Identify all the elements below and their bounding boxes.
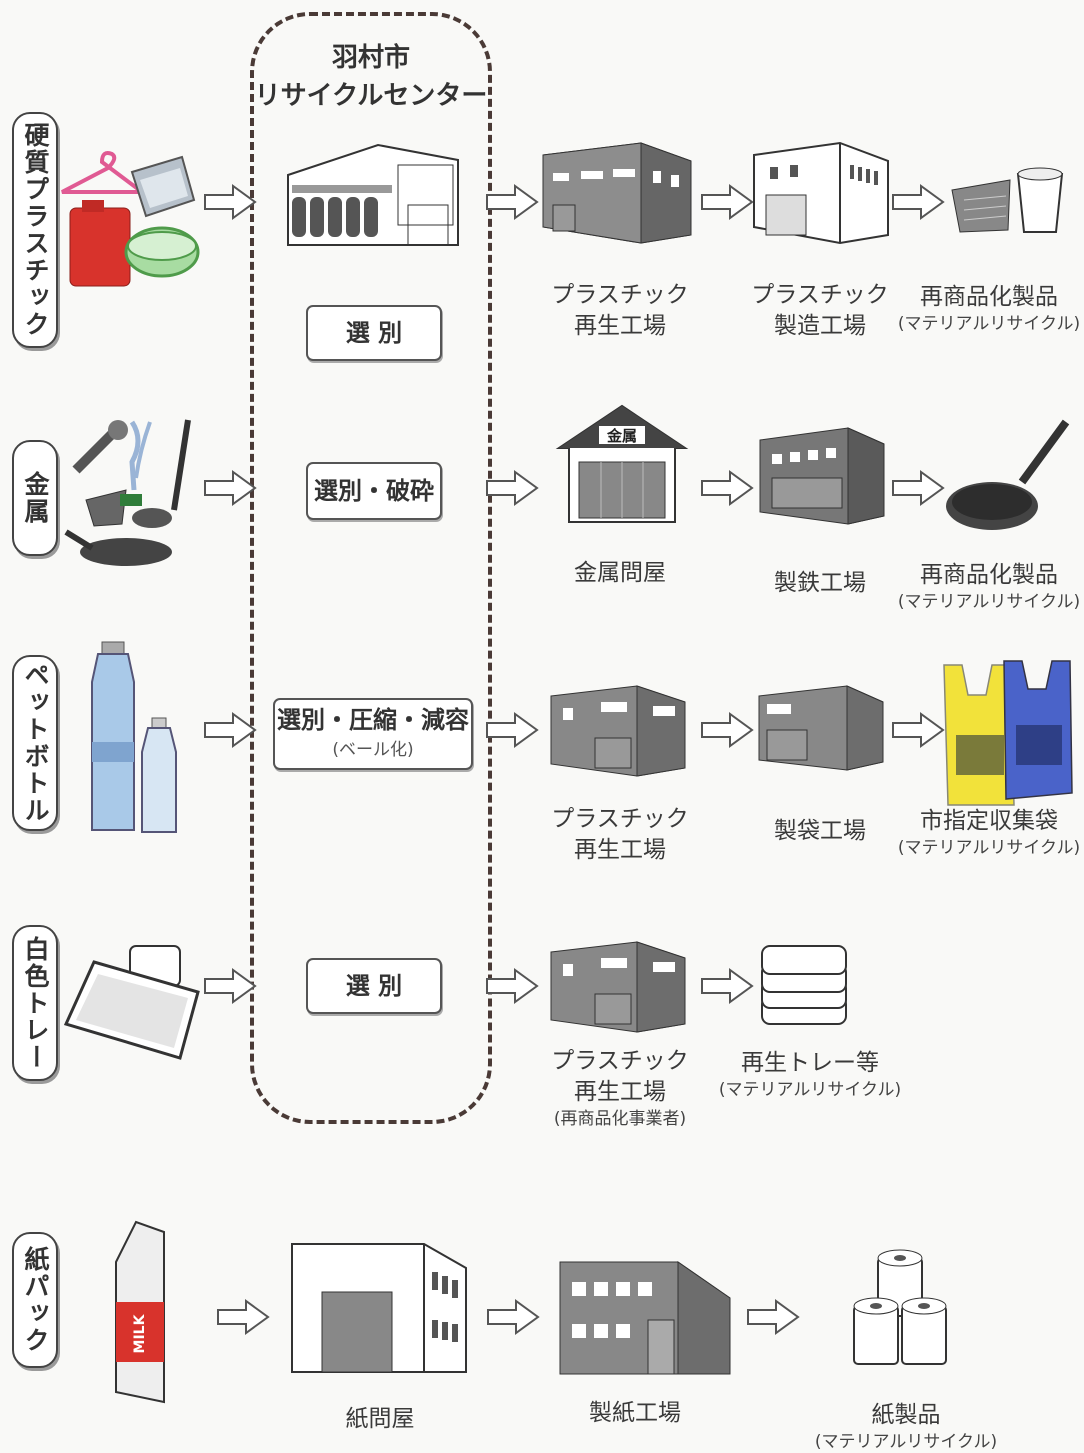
category-hard-plastic: 硬質プラスチック	[12, 112, 58, 348]
facility-paper-mill: 製紙工場	[589, 1400, 681, 1426]
process-label: 選別・破砕	[314, 477, 434, 505]
product-name: 紙製品	[871, 1402, 941, 1428]
process-label: 選別・圧縮・減容	[277, 706, 469, 734]
arrow-icon	[204, 471, 256, 505]
paper-mill-building-icon	[559, 1261, 731, 1375]
garbage-bags-icon	[943, 660, 1073, 806]
arrow-icon	[486, 969, 538, 1003]
metal-dealer-building-icon: 金属	[555, 404, 689, 523]
milk-label-text: MILK	[132, 1313, 148, 1353]
facility-plastic-regen-3: プラスチック 再生工場 (再商品化事業者)	[530, 1046, 710, 1130]
process-label: 選 別	[345, 319, 403, 347]
arrow-icon	[217, 1300, 269, 1334]
arrow-icon	[204, 969, 256, 1003]
label-line: 再生工場	[574, 1079, 666, 1105]
product-note: (マテリアルリサイクル)	[897, 838, 1081, 858]
arrow-icon	[204, 185, 256, 219]
facility-plastic-mfg: プラスチック 製造工場	[730, 280, 910, 342]
product-name: 再商品化製品	[920, 562, 1058, 588]
recycle-center-title-line2: リサイクルセンター	[254, 81, 488, 111]
category-pet-bottle: ペットボトル	[12, 655, 58, 831]
plastic-regen-factory-icon	[550, 685, 686, 777]
arrow-icon	[701, 969, 753, 1003]
category-metal: 金属	[12, 440, 58, 556]
pet-bottles-icon	[91, 641, 177, 833]
arrow-icon	[486, 185, 538, 219]
steel-mill-building-icon	[759, 427, 885, 525]
paper-dealer-building-icon	[291, 1243, 467, 1373]
recycle-center-frame	[250, 12, 492, 1124]
product-pet: 市指定収集袋 (マテリアルリサイクル)	[896, 806, 1082, 859]
label-line: 再生工場	[574, 837, 666, 863]
plastic-factory-building-icon	[753, 141, 889, 245]
arrow-icon	[701, 471, 753, 505]
facility-plastic-regen-2: プラスチック 再生工場	[530, 804, 710, 866]
arrow-icon	[701, 185, 753, 219]
process-label: 選 別	[345, 972, 403, 1000]
product-note: (マテリアルリサイクル)	[897, 314, 1081, 334]
arrow-icon	[747, 1300, 799, 1334]
arrow-icon	[892, 713, 944, 747]
recycle-center-title-line1: 羽村市	[331, 43, 410, 73]
category-paper-pack: 紙パック	[12, 1232, 58, 1368]
label-note: (再商品化事業者)	[553, 1109, 687, 1129]
process-sort-tray: 選 別	[306, 958, 442, 1014]
product-name: 再生トレー等	[741, 1050, 879, 1076]
label-line: プラスチック	[751, 282, 889, 308]
process-sublabel: (ベール化)	[332, 740, 414, 760]
product-note: (マテリアルリサイクル)	[718, 1080, 902, 1100]
arrow-icon	[892, 185, 944, 219]
product-note: (マテリアルリサイクル)	[897, 592, 1081, 612]
arrow-icon	[486, 713, 538, 747]
arrow-icon	[701, 713, 753, 747]
facility-bag-factory: 製袋工場	[774, 818, 866, 844]
white-tray-icon	[63, 945, 200, 1060]
frying-pan-icon	[946, 419, 1070, 530]
bag-factory-building-icon	[758, 685, 884, 771]
product-note: (マテリアルリサイクル)	[814, 1432, 998, 1452]
process-sort-plastic: 選 別	[306, 305, 442, 361]
arrow-icon	[892, 471, 944, 505]
arrow-icon	[487, 1300, 539, 1334]
arrow-icon	[486, 471, 538, 505]
facility-paper-dealer: 紙問屋	[345, 1406, 415, 1432]
label-line: プラスチック	[551, 282, 689, 308]
process-sort-crush-metal: 選別・破砕	[306, 462, 442, 520]
product-name: 再商品化製品	[920, 284, 1058, 310]
facility-metal-dealer: 金属問屋	[574, 560, 666, 586]
product-plastic: 再商品化製品 (マテリアルリサイクル)	[896, 282, 1082, 335]
stacked-trays-icon	[761, 945, 847, 1025]
category-white-tray: 白色トレー	[12, 925, 58, 1081]
factory-building-icon	[542, 142, 692, 244]
label-line: 再生工場	[574, 313, 666, 339]
milk-carton-icon: MILK	[115, 1220, 165, 1404]
process-sort-compress-pet: 選別・圧縮・減容 (ベール化)	[273, 698, 473, 770]
toilet-paper-icon	[853, 1249, 947, 1365]
hard-plastic-items-icon	[61, 151, 200, 287]
arrow-icon	[204, 713, 256, 747]
product-name: 市指定収集袋	[920, 808, 1058, 834]
label-line: 製造工場	[774, 313, 866, 339]
product-tray: 再生トレー等 (マテリアルリサイクル)	[712, 1048, 908, 1101]
label-line: プラスチック	[551, 806, 689, 832]
metal-sign-text: 金属	[606, 427, 637, 445]
product-metal: 再商品化製品 (マテリアルリサイクル)	[896, 560, 1082, 613]
recycle-center-building-icon	[287, 143, 459, 246]
facility-plastic-regen-1: プラスチック 再生工場	[530, 280, 710, 342]
plastic-product-basket-cup-icon	[951, 167, 1064, 233]
metal-items-icon	[64, 419, 191, 566]
product-paper: 紙製品 (マテリアルリサイクル)	[808, 1400, 1004, 1453]
facility-steel-mill: 製鉄工場	[774, 570, 866, 596]
plastic-regen-factory-tray-icon	[550, 941, 686, 1033]
label-line: プラスチック	[551, 1048, 689, 1074]
